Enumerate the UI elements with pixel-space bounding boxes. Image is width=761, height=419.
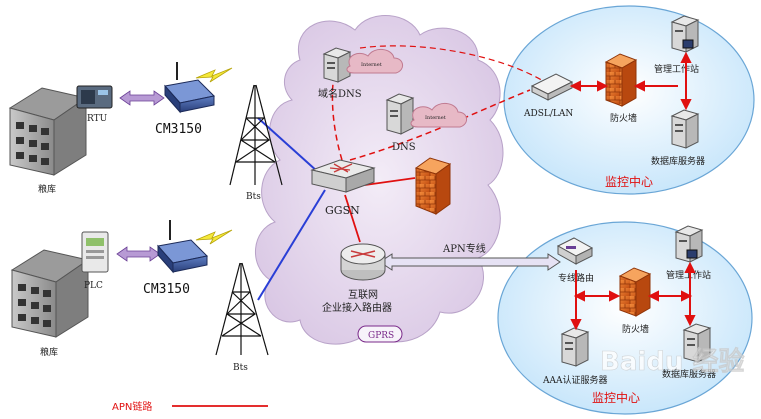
router-label-line1: 互联网 xyxy=(348,289,378,301)
cm3150-label-top: CM3150 xyxy=(155,122,202,137)
ggsn-switch xyxy=(310,159,376,193)
apn-dedicated-line xyxy=(379,253,561,271)
internet-label-b: Internet xyxy=(425,115,446,121)
firewall-top-label: 防火墙 xyxy=(610,112,637,124)
management-workstation-bottom xyxy=(674,225,704,263)
link-rtu-modem-arrow xyxy=(119,90,165,106)
plc-device xyxy=(81,231,109,273)
aaa-label: AAA认证服务器 xyxy=(542,374,608,386)
bts-label-bottom: Bts xyxy=(233,363,248,373)
baidu-watermark: Baidu 经验 xyxy=(600,346,744,377)
wireless-signal-icon-bottom xyxy=(195,229,233,245)
database-server-top xyxy=(670,109,700,149)
center-top-title: 监控中心 xyxy=(605,174,653,189)
monitor-center-bottom-zone xyxy=(497,221,753,415)
aaa-auth-server xyxy=(560,327,590,367)
bts-tower-top xyxy=(229,84,283,186)
apn-dashed-upper-link xyxy=(359,45,546,83)
firewall-core xyxy=(414,157,452,215)
center-top-links xyxy=(569,51,692,111)
internet-label-a: Internet xyxy=(361,62,382,68)
link-ggsn-router xyxy=(344,194,361,243)
firewall-bottom xyxy=(618,267,652,317)
cm3150-label-bottom: CM3150 xyxy=(143,282,190,297)
domain-dns-server xyxy=(322,47,352,83)
gprs-label: GPRS xyxy=(368,331,394,341)
db-bottom-label: 数据库服务器 xyxy=(662,368,716,380)
grain-depot-building-top xyxy=(8,87,88,176)
gprs-badge xyxy=(357,325,403,343)
apn-line-label: APN专线 xyxy=(442,242,486,255)
link-bts-top-ggsn xyxy=(257,117,319,173)
rtu-label: RTU xyxy=(87,114,108,124)
center-bottom-links xyxy=(570,261,696,331)
center-bottom-title: 监控中心 xyxy=(592,390,640,405)
firewall-bottom-label: 防火墙 xyxy=(622,323,649,335)
plc-label: PLC xyxy=(84,281,103,291)
internet-access-router xyxy=(340,243,386,281)
management-workstation-top xyxy=(670,15,700,53)
bts-tower-bottom xyxy=(215,262,269,356)
dedicated-line-router xyxy=(556,237,594,265)
workstation-bottom-label: 管理工作站 xyxy=(666,269,711,281)
dns-server xyxy=(385,93,415,135)
link-bts-bottom-ggsn xyxy=(257,189,326,301)
domain-dns-label: 域名DNS xyxy=(318,87,362,100)
database-server-bottom xyxy=(682,323,712,363)
internet-cloud-b xyxy=(410,103,467,128)
building-label-bottom: 粮库 xyxy=(40,346,58,358)
dns-label: DNS xyxy=(392,142,416,153)
internet-cloud-a xyxy=(346,49,403,74)
link-plc-modem-arrow xyxy=(116,246,161,262)
building-label-top: 粮库 xyxy=(38,183,56,195)
router-label-line2: 企业接入路由器 xyxy=(322,301,392,314)
link-ggsn-firewall xyxy=(364,177,416,186)
cm3150-modem-top xyxy=(164,62,216,114)
legend-apn-label: APN链路 xyxy=(112,400,152,413)
adsl-label: ADSL/LAN xyxy=(523,109,573,119)
firewall-top xyxy=(604,53,638,107)
bts-label-top: Bts xyxy=(246,192,261,202)
wireless-signal-icon-top xyxy=(195,67,233,83)
db-top-label: 数据库服务器 xyxy=(651,155,705,167)
adsl-lan-modem xyxy=(530,73,574,101)
ggsn-label: GGSN xyxy=(325,204,360,217)
cm3150-modem-bottom xyxy=(157,220,209,274)
grain-depot-building-bottom xyxy=(10,249,90,338)
rtu-device xyxy=(76,85,113,109)
workstation-top-label: 管理工作站 xyxy=(654,63,699,75)
